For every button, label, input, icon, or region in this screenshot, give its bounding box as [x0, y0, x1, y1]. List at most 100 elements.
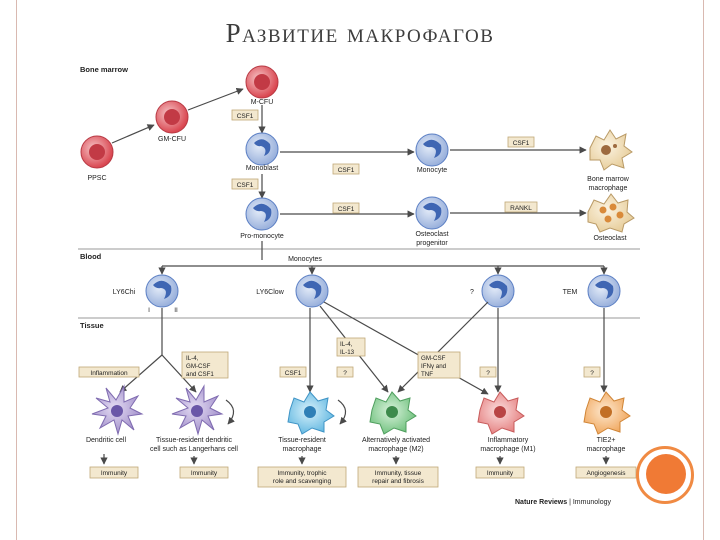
monocytes-label: Monocytes: [288, 256, 322, 263]
outcome-immunity2: Immunity: [191, 470, 218, 477]
bm-macrophage-label-1: Bone marrow: [587, 176, 630, 183]
alt-macrophage-cell: [369, 391, 417, 435]
ly6c-roman-i: I: [148, 307, 150, 314]
gm-cfu-label: GM-CFU: [158, 136, 186, 143]
tissue-macrophage-label-1: Tissue-resident: [278, 437, 326, 444]
factor-box-gmcsf: [417, 351, 461, 379]
factor-il4-il13-line2: IL-13: [340, 349, 355, 356]
factor-il4-il13-line1: IL-4,: [340, 341, 353, 348]
osteoclast-progenitor-label-1: Osteoclast: [415, 231, 448, 238]
tissue-dendritic-label-2: cell such as Langerhans cell: [150, 446, 238, 453]
monoblast-label: Monoblast: [246, 165, 278, 172]
outcome-immunity1: Immunity: [101, 470, 128, 477]
inflammatory-label-1: Inflammatory: [488, 437, 529, 444]
factor-csf1-monocyte: CSF1: [338, 167, 355, 174]
factor-box-q3: [583, 366, 601, 378]
tissue-macrophage-label-2: macrophage: [283, 446, 322, 453]
tie2-label-2: macrophage: [587, 446, 626, 453]
gm-cfu-cell: [155, 100, 189, 134]
outcome-box-repair: [357, 466, 439, 488]
factor-rankl: RANKL: [510, 205, 532, 212]
osteoclast-cell: [587, 193, 635, 233]
tissue-dendritic-cell: [171, 384, 235, 436]
inflammatory-macrophage-cell: [477, 391, 525, 435]
dendritic-cell: [91, 384, 144, 436]
arrow-ly6clow-to-inflammatory: [323, 301, 489, 395]
m-cfu-cell: [245, 65, 279, 99]
outcome-trophic-line1: Immunity, trophic: [277, 470, 327, 477]
tie2-macrophage-cell: [583, 391, 631, 435]
factor-csf1-tissue: CSF1: [285, 370, 302, 377]
tem-cell: [587, 274, 621, 308]
factor-q1: ?: [343, 370, 347, 377]
factor-q3: ?: [590, 370, 594, 377]
tissue-macrophage-cell: [287, 391, 347, 435]
ppsc-label: PPSC: [87, 175, 106, 182]
factor-box-il4-il13: [336, 337, 366, 357]
monoblast-cell: [245, 132, 279, 166]
alt-macrophage-label-2: macrophage (M2): [368, 446, 423, 453]
factor-box-csf1-bm: [507, 136, 535, 148]
factor-box-csf1-monocyte: [332, 163, 360, 175]
journal-credit: Nature Reviews | Immunology: [515, 499, 611, 506]
factor-csf1-monoblast: CSF1: [237, 182, 254, 189]
outcome-box-trophic: [257, 466, 347, 488]
ly6c-roman-ii: II: [174, 307, 178, 314]
tissue-dendritic-label-1: Tissue-resident dendritic: [156, 437, 232, 444]
section-label-bone-marrow: Bone marrow: [80, 65, 128, 74]
factor-gmcsf-line1: GM-CSF: [421, 355, 446, 362]
outcome-immunity3: Immunity: [487, 470, 514, 477]
ly6c-hi-cell: [145, 274, 179, 308]
factor-gmcsf-line2: IFNγ and: [421, 363, 447, 370]
pro-monocyte-cell: [245, 197, 279, 231]
decorative-circle-dot: [646, 454, 686, 494]
factor-box-csf1-tissue: [279, 366, 307, 378]
factor-q2: ?: [486, 370, 490, 377]
factor-box-csf1-mcfu: [231, 109, 259, 121]
tie2-label-1: TIE2+: [597, 437, 616, 444]
bone-marrow-macrophage-cell: [589, 129, 633, 171]
outcome-box-immunity3: [475, 466, 525, 479]
unknown-monocyte-label: ?: [470, 289, 474, 296]
slide-title: Развитие макрофагов: [225, 18, 495, 48]
arrow-to-dendritic: [119, 354, 163, 393]
factor-box-q1: [336, 366, 354, 378]
outcome-repair-line2: repair and fibrosis: [372, 478, 424, 485]
factor-box-csf1-monoblast: [231, 178, 259, 190]
pro-monocyte-label: Pro-monocyte: [240, 233, 284, 240]
factor-box-inflammation: [78, 366, 140, 378]
outcome-box-immunity2: [179, 466, 229, 479]
arrow-gmcfu-to-mcfu: [187, 87, 244, 111]
osteoclast-label: Osteoclast: [593, 235, 626, 242]
frame-line-left: [16, 0, 17, 540]
section-label-tissue: Tissue: [80, 321, 104, 330]
arrow-ppsc-to-gmcfu: [111, 124, 155, 144]
alt-macrophage-label-1: Alternatively activated: [362, 437, 430, 444]
factor-csf1-mcfu: CSF1: [237, 113, 254, 120]
factor-box-csf1-promono: [332, 202, 360, 214]
unknown-monocyte-cell: [481, 274, 515, 308]
bm-macrophage-label-2: macrophage: [589, 185, 628, 192]
arrow-unknown-to-alt: [397, 301, 489, 393]
frame-line-right: [703, 0, 704, 540]
factor-box-rankl: [504, 201, 538, 213]
tem-label: TEM: [563, 289, 578, 296]
arrow-to-tissue-dendritic: [161, 354, 197, 393]
factor-gmcsf-line3: TNF: [421, 371, 433, 378]
factor-il4-line3: and CSF1: [186, 371, 214, 378]
inflammatory-label-2: macrophage (M1): [480, 446, 535, 453]
outcome-trophic-line2: role and scavenging: [273, 478, 332, 485]
factor-box-q2: [479, 366, 497, 378]
dendritic-label: Dendritic cell: [86, 437, 127, 444]
osteoclast-progenitor-cell: [415, 196, 449, 230]
factor-inflammation: Inflammation: [90, 370, 128, 377]
m-cfu-label: M-CFU: [251, 99, 274, 106]
journal-credit-bold: Nature Reviews: [515, 499, 567, 506]
factor-il4-line1: IL-4,: [186, 355, 199, 362]
ly6c-low-cell: [295, 274, 329, 308]
outcome-repair-line1: Immunity, tissue: [375, 470, 422, 477]
journal-credit-rest: | Immunology: [567, 499, 611, 506]
osteoclast-progenitor-label-2: progenitor: [416, 240, 448, 247]
ppsc-cell: [80, 135, 114, 169]
